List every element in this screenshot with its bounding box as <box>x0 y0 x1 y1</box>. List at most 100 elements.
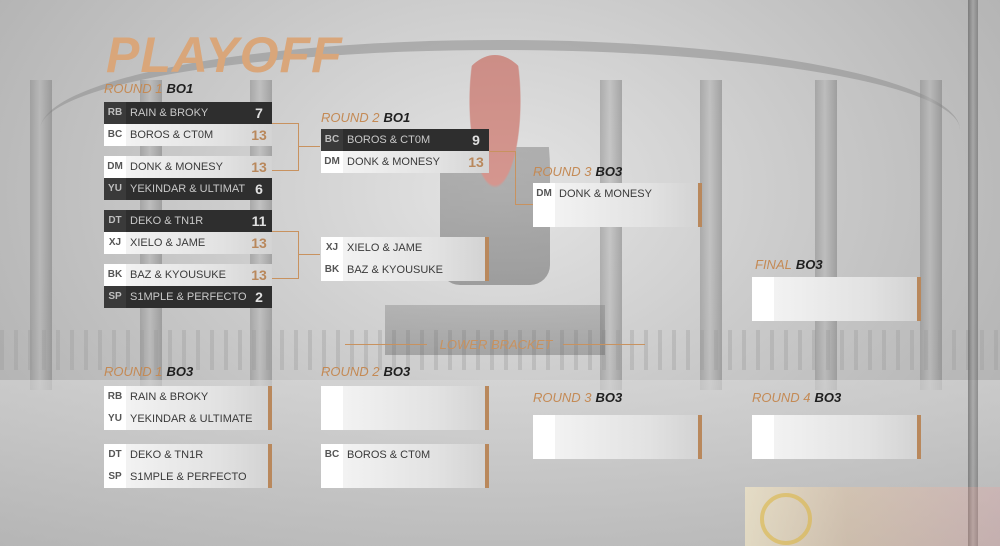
team-name: YEKINDAR & ULTIMATE <box>130 413 253 425</box>
team-abbr: RB <box>104 102 126 124</box>
team-slot[interactable]: BK BAZ & KYOUSUKE <box>321 259 489 281</box>
team-abbr: DM <box>104 156 126 178</box>
team-score: 13 <box>251 235 267 251</box>
team-abbr: BC <box>321 129 343 151</box>
team-score: 9 <box>472 132 480 148</box>
team-name: BOROS & CT0M <box>347 449 431 461</box>
team-slot[interactable]: RB RAIN & BROKY 7 <box>104 102 272 124</box>
team-abbr <box>321 408 343 430</box>
divider <box>563 344 645 345</box>
team-abbr: DM <box>321 151 343 173</box>
team-slot[interactable]: XJ XIELO & JAME <box>321 237 489 259</box>
team-abbr <box>321 466 343 488</box>
team-score: 11 <box>251 213 267 229</box>
team-abbr: XJ <box>104 232 126 254</box>
team-abbr: BK <box>321 259 343 281</box>
team-slot[interactable]: BC BOROS & CT0M 13 <box>104 124 272 146</box>
team-abbr <box>321 386 343 408</box>
team-slot[interactable]: YU YEKINDAR & ULTIMATE <box>104 408 272 430</box>
team-abbr: DM <box>533 183 555 205</box>
team-name: YEKINDAR & ULTIMATE <box>130 183 246 195</box>
team-name: XIELO & JAME <box>347 242 423 254</box>
team-slot[interactable]: BC BOROS & CT0M <box>321 444 489 466</box>
divider <box>345 344 427 345</box>
team-score: 2 <box>255 289 263 305</box>
team-score: 13 <box>251 159 267 175</box>
team-abbr: DT <box>104 444 126 466</box>
team-abbr: RB <box>104 386 126 408</box>
bracket-connector <box>272 231 299 279</box>
team-abbr <box>533 437 555 459</box>
team-slot-empty[interactable] <box>752 415 921 437</box>
team-score: 13 <box>468 154 484 170</box>
watermark-icon <box>760 493 812 545</box>
team-slot[interactable]: YU YEKINDAR & ULTIMATE 6 <box>104 178 272 200</box>
team-abbr <box>752 415 774 437</box>
team-slot-empty[interactable] <box>533 437 702 459</box>
final-slot-empty[interactable] <box>752 299 921 321</box>
team-name: DEKO & TN1R <box>130 449 204 461</box>
page-title: PLAYOFF <box>106 27 343 83</box>
bracket-connector <box>298 254 320 255</box>
bracket-connector <box>489 151 516 205</box>
team-abbr: DT <box>104 210 126 232</box>
team-slot[interactable]: XJ XIELO & JAME 13 <box>104 232 272 254</box>
team-abbr: YU <box>104 178 126 200</box>
team-name: RAIN & BROKY <box>130 391 209 403</box>
team-abbr <box>752 299 774 321</box>
team-slot[interactable]: SP S1MPLE & PERFECTO <box>104 466 272 488</box>
team-abbr <box>533 415 555 437</box>
team-slot-empty[interactable] <box>321 386 489 408</box>
bracket-connector <box>272 123 299 171</box>
team-name: RAIN & BROKY <box>130 107 209 119</box>
team-name: DONK & MONESY <box>347 156 440 168</box>
team-slot-empty[interactable] <box>321 466 489 488</box>
team-abbr: YU <box>104 408 126 430</box>
team-name: BOROS & CT0M <box>130 129 214 141</box>
team-slot[interactable]: DM DONK & MONESY <box>533 183 702 205</box>
team-slot[interactable]: SP S1MPLE & PERFECTO 2 <box>104 286 272 308</box>
team-slot[interactable]: RB RAIN & BROKY <box>104 386 272 408</box>
team-slot[interactable]: DM DONK & MONESY 13 <box>321 151 489 173</box>
team-abbr: SP <box>104 466 126 488</box>
team-name: XIELO & JAME <box>130 237 206 249</box>
team-name: DEKO & TN1R <box>130 215 204 227</box>
team-slot-empty[interactable] <box>752 437 921 459</box>
team-score: 13 <box>251 127 267 143</box>
team-abbr: SP <box>104 286 126 308</box>
team-score: 7 <box>255 105 263 121</box>
team-abbr: BC <box>104 124 126 146</box>
team-abbr <box>752 437 774 459</box>
team-slot[interactable]: DM DONK & MONESY 13 <box>104 156 272 178</box>
team-abbr: XJ <box>321 237 343 259</box>
team-abbr: BK <box>104 264 126 286</box>
team-score: 13 <box>251 267 267 283</box>
team-name: DONK & MONESY <box>559 188 652 200</box>
team-slot[interactable]: DT DEKO & TN1R <box>104 444 272 466</box>
team-slot[interactable]: DT DEKO & TN1R 11 <box>104 210 272 232</box>
team-name: BAZ & KYOUSUKE <box>130 269 226 281</box>
team-slot-empty[interactable] <box>533 205 702 227</box>
team-name: BAZ & KYOUSUKE <box>347 264 443 276</box>
final-slot-empty[interactable] <box>752 277 921 299</box>
team-abbr <box>752 277 774 299</box>
team-slot-empty[interactable] <box>321 408 489 430</box>
team-abbr <box>533 205 555 227</box>
bracket-connector <box>515 204 533 205</box>
team-name: S1MPLE & PERFECTO <box>130 291 246 303</box>
team-name: S1MPLE & PERFECTO <box>130 471 247 483</box>
team-name: BOROS & CT0M <box>347 134 431 146</box>
team-score: 6 <box>255 181 263 197</box>
team-slot[interactable]: BK BAZ & KYOUSUKE 13 <box>104 264 272 286</box>
team-slot-empty[interactable] <box>533 415 702 437</box>
team-slot[interactable]: BC BOROS & CT0M 9 <box>321 129 489 151</box>
